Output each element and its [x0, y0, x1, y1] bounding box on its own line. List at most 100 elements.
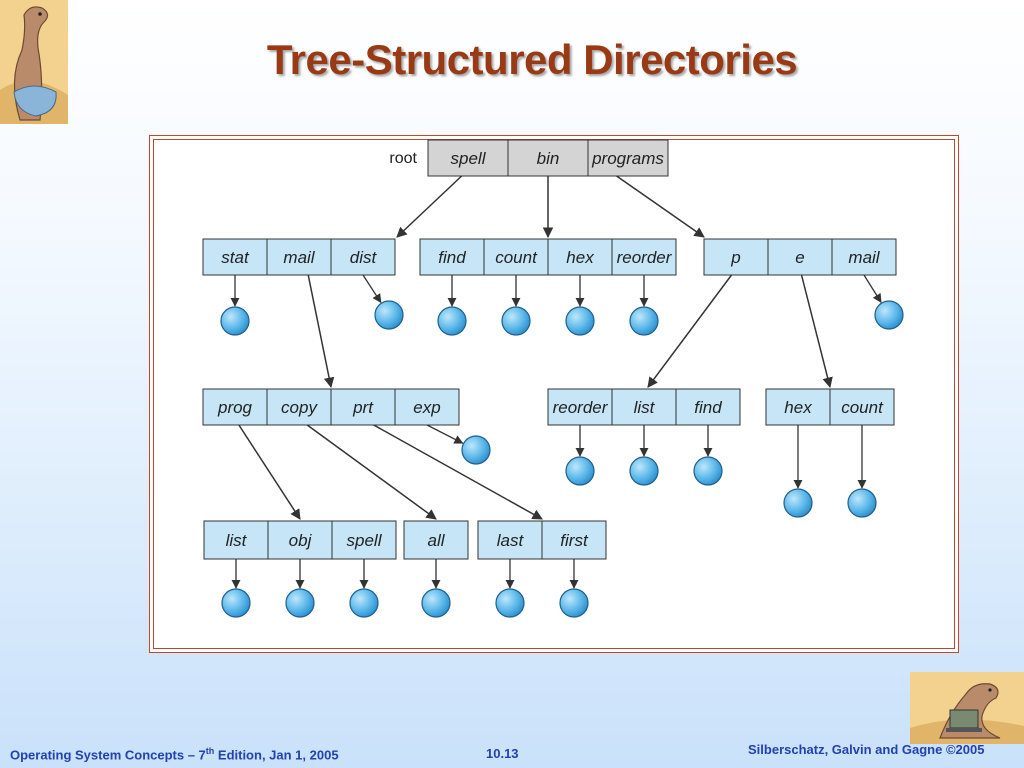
- directory-copy-dir: all: [403, 520, 469, 560]
- entry-cell-copy: [266, 388, 332, 426]
- entry-cell-first: [541, 520, 607, 560]
- root-label: root: [389, 150, 417, 167]
- entry-cell-count: [829, 388, 895, 426]
- entry-label-stat: stat: [221, 248, 250, 267]
- directory-root: spell bin programs: [427, 139, 669, 177]
- entry-label-exp: exp: [413, 398, 440, 417]
- entry-cell-e: [767, 238, 833, 276]
- entry-cell-last: [477, 520, 543, 560]
- file-node-bin-dir-3: [629, 306, 659, 336]
- directory-mail-dir: prog copy prt exp: [202, 388, 460, 426]
- entry-cell-list: [611, 388, 677, 426]
- entry-cell-count: [483, 238, 549, 276]
- file-node-prog-dir-1: [285, 588, 315, 618]
- entry-cell-mail: [266, 238, 332, 276]
- file-node-prt-dir-0: [495, 588, 525, 618]
- directory-p-dir: reorder list find: [547, 388, 741, 426]
- entry-label-count: count: [495, 248, 538, 267]
- pointer-programs-dir-1-to-e-dir: [799, 268, 833, 389]
- entry-label-find: find: [694, 398, 722, 417]
- entry-cell-find: [419, 238, 485, 276]
- entry-cell-spell: [331, 520, 397, 560]
- directory-e-dir: hex count: [765, 388, 895, 426]
- entry-cell-p: [703, 238, 769, 276]
- directory-spell-dir: stat mail dist: [202, 238, 396, 276]
- entry-label-spell: spell: [451, 149, 487, 168]
- file-node-prog-dir-2: [349, 588, 379, 618]
- file-node-e-dir-0: [783, 488, 813, 518]
- pointer-arrows: [230, 169, 882, 589]
- footer-course-title: Operating System Concepts – 7th Edition,…: [10, 746, 339, 762]
- file-node-bin-dir-0: [437, 306, 467, 336]
- entry-cell-reorder: [611, 238, 677, 276]
- entry-label-programs: programs: [591, 149, 664, 168]
- entry-label-find: find: [438, 248, 466, 267]
- entry-cell-dist: [330, 238, 396, 276]
- file-nodes: [220, 300, 904, 618]
- footer-left-superscript: th: [205, 746, 215, 756]
- pointer-spell-dir-1-to-mail-dir: [306, 268, 335, 389]
- file-node-p-dir-1: [629, 456, 659, 486]
- entry-label-all: all: [427, 531, 445, 550]
- pointer-mail-dir-1-to-copy-dir: [298, 418, 437, 520]
- entry-label-mail: mail: [283, 248, 315, 267]
- entry-label-spell: spell: [347, 531, 383, 550]
- entry-cell-stat: [202, 238, 268, 276]
- entry-label-copy: copy: [281, 398, 318, 417]
- entry-cell-find: [675, 388, 741, 426]
- file-node-bin-dir-2: [565, 306, 595, 336]
- directory-programs-dir: p e mail: [703, 238, 897, 276]
- entry-label-prog: prog: [217, 398, 253, 417]
- directory-prog-dir: list obj spell: [203, 520, 397, 560]
- entry-label-dist: dist: [350, 248, 378, 267]
- file-node-mail-dir-3: [461, 435, 491, 465]
- entry-label-list: list: [226, 531, 248, 550]
- entry-label-first: first: [560, 531, 589, 550]
- entry-label-prt: prt: [352, 398, 374, 417]
- file-pointer-programs-dir-2: [863, 274, 882, 304]
- entry-cell-spell: [427, 139, 509, 177]
- entry-label-reorder: reorder: [617, 248, 673, 267]
- file-node-spell-dir-0: [220, 306, 250, 336]
- entry-label-p: p: [730, 248, 740, 267]
- entry-label-hex: hex: [784, 398, 812, 417]
- entry-cell-reorder: [547, 388, 613, 426]
- footer-left-suffix: Edition, Jan 1, 2005: [214, 747, 339, 763]
- entry-label-reorder: reorder: [553, 398, 609, 417]
- entry-cell-list: [203, 520, 269, 560]
- file-node-p-dir-2: [693, 456, 723, 486]
- slide-title: Tree-Structured Directories: [266, 36, 798, 83]
- pointer-root-2-to-programs-dir: [607, 169, 705, 238]
- pointer-mail-dir-0-to-prog-dir: [234, 418, 301, 520]
- entry-cell-programs: [587, 139, 669, 177]
- file-node-bin-dir-1: [501, 306, 531, 336]
- directory-bin-dir: find count hex reorder: [419, 238, 677, 276]
- dinosaur-laptop-logo-icon: [910, 672, 1024, 744]
- entry-label-mail: mail: [848, 248, 880, 267]
- file-node-prt-dir-1: [559, 588, 589, 618]
- entry-cell-all: [403, 520, 469, 560]
- file-node-e-dir-1: [847, 488, 877, 518]
- file-pointer-mail-dir-3: [426, 424, 464, 444]
- footer-slide-number: 10.13: [486, 746, 519, 761]
- entry-label-count: count: [841, 398, 884, 417]
- entry-label-e: e: [795, 248, 804, 267]
- file-node-p-dir-0: [565, 456, 595, 486]
- entry-label-obj: obj: [289, 531, 313, 550]
- entry-label-list: list: [634, 398, 656, 417]
- entry-label-bin: bin: [537, 149, 560, 168]
- file-node-prog-dir-0: [221, 588, 251, 618]
- footer-authors: Silberschatz, Galvin and Gagne ©2005: [748, 742, 985, 757]
- file-node-programs-dir-2: [874, 300, 904, 330]
- entry-cell-prt: [330, 388, 396, 426]
- footer-left-prefix: Operating System Concepts – 7: [10, 747, 206, 763]
- entry-cell-obj: [267, 520, 333, 560]
- file-node-spell-dir-2: [374, 300, 404, 330]
- entry-cell-prog: [202, 388, 268, 426]
- file-pointer-spell-dir-2: [362, 274, 382, 304]
- entry-cell-exp: [394, 388, 460, 426]
- entry-label-hex: hex: [566, 248, 594, 267]
